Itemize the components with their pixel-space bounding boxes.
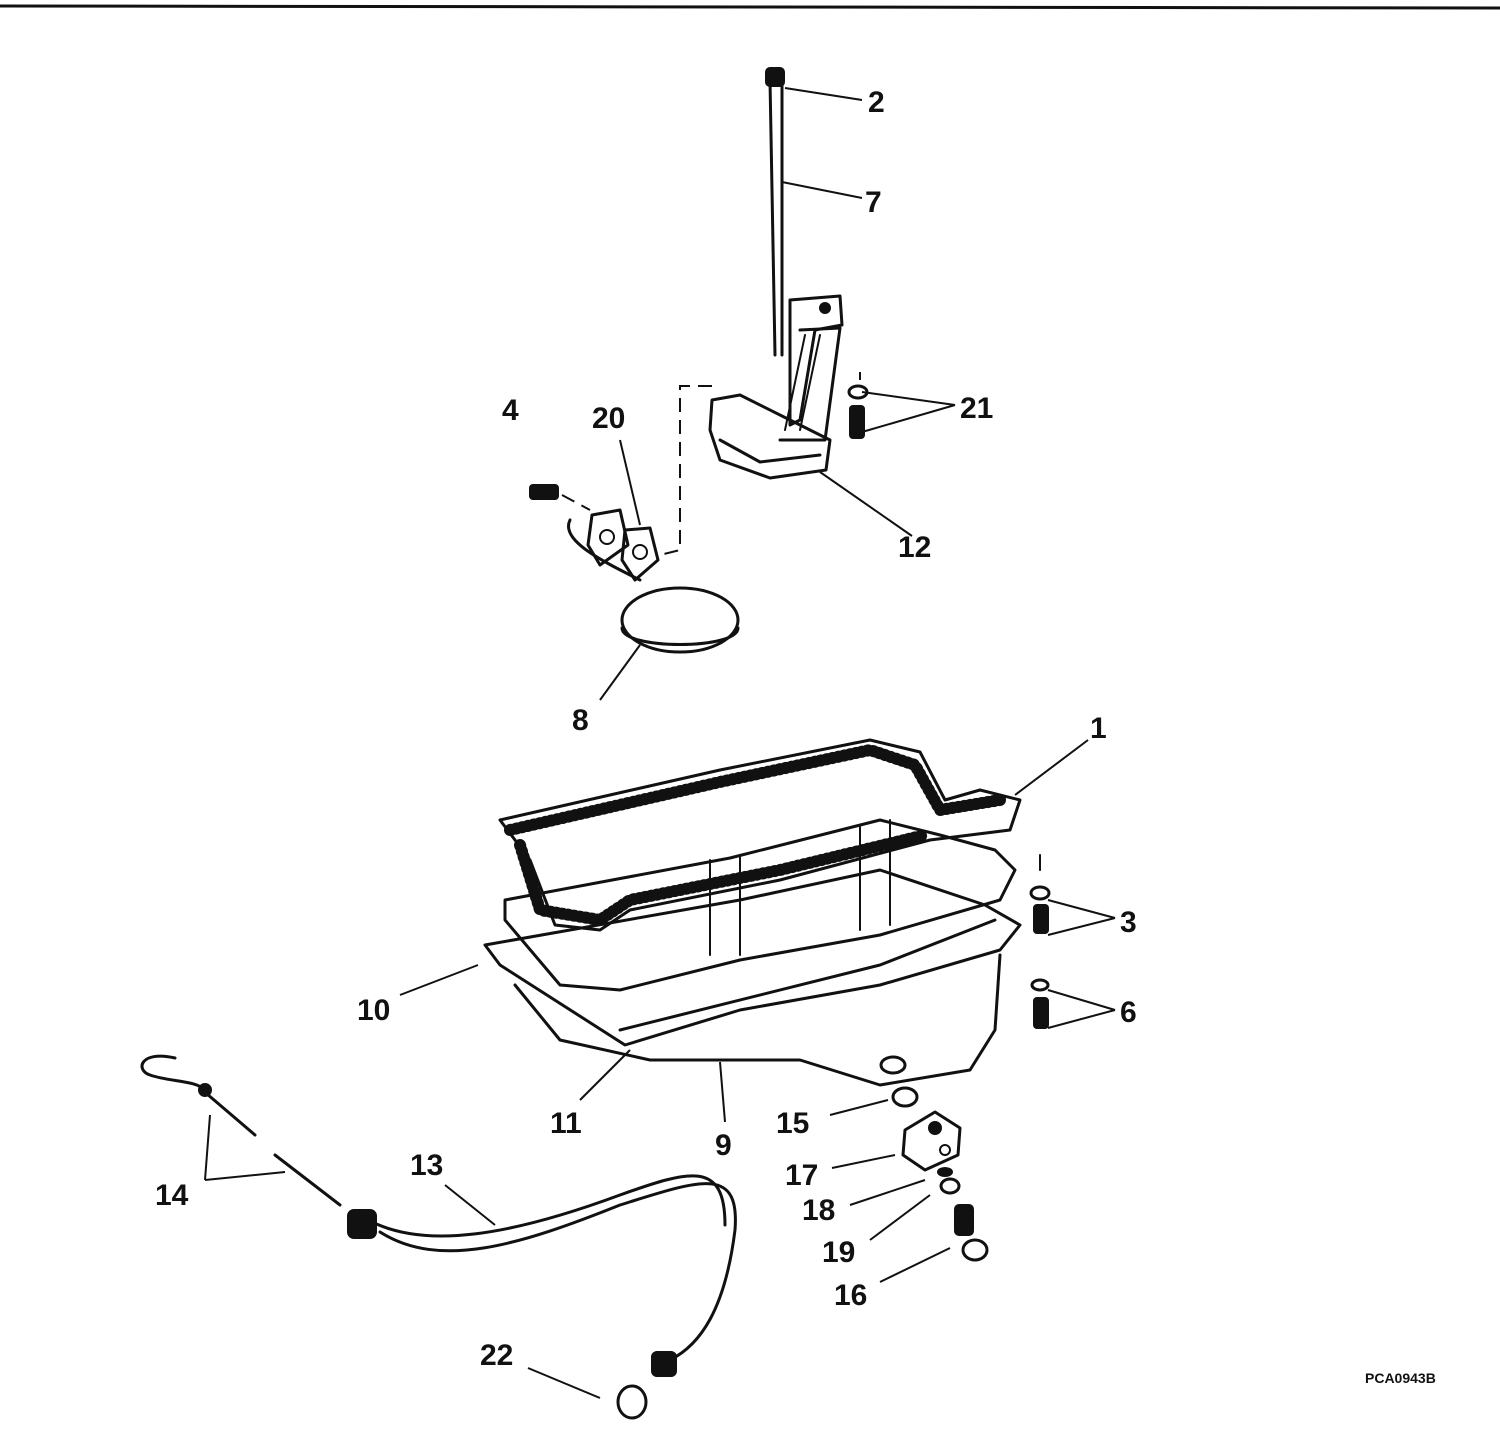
dipstick-tube [347,1174,737,1377]
top-border [0,4,1500,10]
oil-pan-gasket [498,738,1022,932]
callout-13: 13 [410,1149,443,1182]
callout-21: 21 [960,392,993,425]
callout-10: 10 [357,994,390,1027]
alignment-line-pickup-bolt [561,494,591,511]
pan-bolts-lower [1030,978,1050,1029]
callout-14: 14 [155,1179,189,1212]
callout-11: 11 [550,1107,582,1140]
callout-9: 7 [865,186,882,219]
callout-15: 15 [776,1107,809,1140]
pickup-gaskets [586,508,660,582]
callout-7: 9 [715,1129,732,1162]
oil-pickup-screen [566,518,740,654]
callout-17: 17 [785,1159,818,1192]
callout-8: 8 [572,704,589,737]
callout-4: 4 [502,394,519,427]
oil-pump [708,294,844,480]
dipstick [140,1054,342,1207]
callout-20: 20 [592,402,625,435]
dipstick-tube-seal [616,1384,648,1420]
callout-16: 16 [834,1279,867,1312]
drain-washer [891,1086,919,1108]
pump-bolt-and-washer [847,384,869,439]
callout-19: 19 [822,1236,855,1269]
oil-pump-tube [765,67,785,357]
drain-plug [954,1204,989,1262]
oil-pan [483,818,1022,1087]
pan-bolts-upper [1029,854,1051,934]
figure-id: PCA0943B [1365,1370,1436,1386]
leader-lines [204,87,1116,1399]
callout-22: 22 [480,1339,513,1372]
drain-adapter-block [901,1110,962,1172]
small-seal [937,1167,953,1177]
callout-12: 12 [898,531,931,564]
callout-1: 1 [1090,712,1107,745]
o-ring [939,1177,961,1195]
callout-18: 18 [802,1194,835,1227]
alignment-line-pump [659,385,712,556]
pickup-bolt [529,484,559,500]
callout-2: 2 [868,86,885,119]
callout-6: 6 [1120,996,1137,1029]
callout-3: 3 [1120,906,1137,939]
